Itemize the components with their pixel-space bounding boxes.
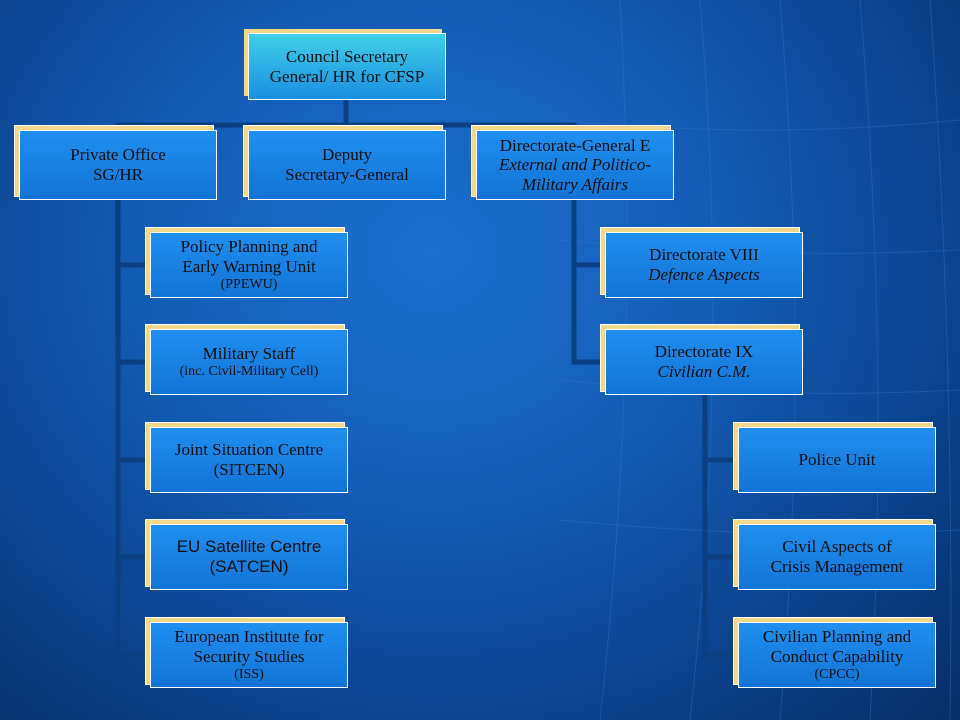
root-line2: General/ HR for CFSP — [269, 66, 425, 86]
private-office-line2: SG/HR — [92, 165, 144, 184]
dir9-line2: Civilian C.M. — [657, 362, 751, 381]
deputy-line1: Deputy — [321, 145, 373, 165]
deputy-secretary-general-box: Deputy Secretary-General — [248, 130, 446, 200]
satcen-line1: EU Satellite Centre — [176, 537, 322, 557]
dir8-line2: Defence Aspects — [648, 265, 760, 284]
iss-box: European Institute for Security Studies … — [150, 622, 348, 688]
sitcen-line1: Joint Situation Centre — [174, 440, 324, 460]
satcen-line2: (SATCEN) — [209, 557, 289, 576]
iss-line1: European Institute for — [174, 627, 324, 647]
satcen-box: EU Satellite Centre (SATCEN) — [150, 524, 348, 590]
civil-aspects-box: Civil Aspects of Crisis Management — [738, 524, 936, 590]
ppewu-line1: Policy Planning and — [180, 237, 318, 257]
civil-aspects-line2: Crisis Management — [770, 557, 904, 576]
cpcc-line3: (CPCC) — [814, 666, 860, 682]
directorate-general-e-box: Directorate-General E External and Polit… — [476, 130, 674, 200]
cpcc-box: Civilian Planning and Conduct Capability… — [738, 622, 936, 688]
military-staff-line1: Military Staff — [202, 344, 296, 364]
dir8-line1: Directorate VIII — [649, 245, 759, 265]
military-staff-line2: (inc. Civil-Military Cell) — [179, 363, 319, 379]
cpcc-line1: Civilian Planning and — [762, 627, 912, 647]
dg-e-line2: External and Politico- — [498, 155, 652, 175]
directorate-ix-box: Directorate IX Civilian C.M. — [605, 329, 803, 395]
deputy-line2: Secretary-General — [285, 165, 409, 184]
ppewu-box: Policy Planning and Early Warning Unit (… — [150, 232, 348, 298]
sitcen-box: Joint Situation Centre (SITCEN) — [150, 427, 348, 493]
iss-line2: Security Studies — [193, 646, 305, 666]
directorate-viii-box: Directorate VIII Defence Aspects — [605, 232, 803, 298]
iss-line3: (ISS) — [234, 666, 264, 682]
police-line1: Police Unit — [798, 450, 876, 470]
ppewu-line3: (PPEWU) — [220, 276, 278, 292]
root-line1: Council Secretary — [285, 46, 409, 66]
ppewu-line2: Early Warning Unit — [182, 256, 316, 276]
council-secretary-general-box: Council Secretary General/ HR for CFSP — [248, 33, 446, 100]
cpcc-line2: Conduct Capability — [770, 646, 904, 666]
police-unit-box: Police Unit — [738, 427, 936, 493]
private-office-box: Private Office SG/HR — [19, 130, 217, 200]
dir9-line1: Directorate IX — [654, 342, 754, 362]
private-office-line1: Private Office — [70, 145, 166, 165]
civil-aspects-line1: Civil Aspects of — [782, 537, 892, 557]
dg-e-line1: Directorate-General E — [499, 135, 651, 155]
dg-e-line3: Military Affairs — [522, 174, 628, 194]
military-staff-box: Military Staff (inc. Civil-Military Cell… — [150, 329, 348, 395]
sitcen-line2: (SITCEN) — [213, 460, 285, 479]
